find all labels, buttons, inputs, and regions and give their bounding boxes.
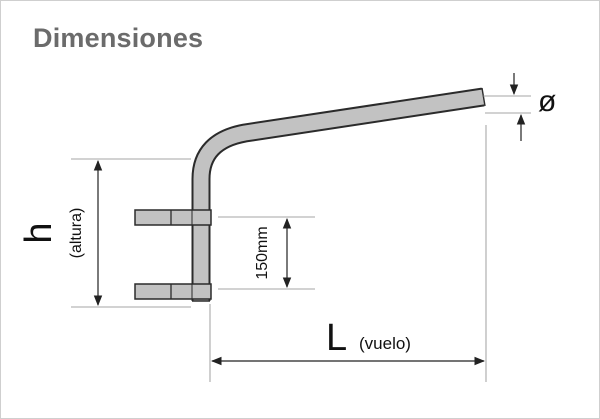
clamp-lower — [134, 283, 212, 300]
height-label: h — [18, 222, 60, 243]
diameter-dimension — [483, 73, 531, 141]
height-dimension — [71, 158, 191, 308]
height-sublabel: (altura) — [68, 208, 85, 259]
diameter-symbol: ø — [538, 85, 556, 118]
spacing-dimension — [218, 216, 315, 290]
page-title: Dimensiones — [33, 23, 204, 53]
length-sublabel: (vuelo) — [359, 334, 411, 353]
clamp-upper — [134, 209, 212, 226]
length-dimension — [209, 125, 487, 382]
spacing-label: 150mm — [254, 226, 271, 279]
length-label: L — [326, 317, 347, 359]
bent-arm-pipe — [191, 87, 486, 302]
